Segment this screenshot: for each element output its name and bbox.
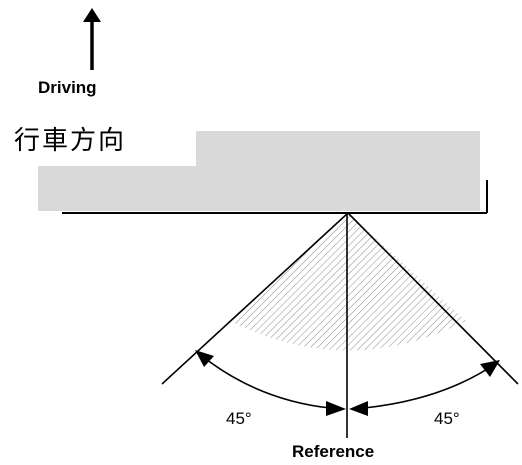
- left-boundary-line: [161, 212, 349, 385]
- right-boundary-line: [347, 212, 519, 385]
- up-arrow-icon: [83, 8, 101, 70]
- hatched-sector: [230, 213, 466, 351]
- reference-label: Reference: [292, 442, 375, 461]
- driving-label: Driving: [38, 78, 97, 97]
- left-angle-arc: [195, 350, 346, 416]
- right-angle-arc: [349, 360, 500, 416]
- right-angle-label: 45°: [434, 409, 460, 428]
- vehicle-body: [38, 131, 488, 214]
- driving-direction-label: 行車方向: [14, 126, 127, 156]
- left-angle-label: 45°: [226, 409, 252, 428]
